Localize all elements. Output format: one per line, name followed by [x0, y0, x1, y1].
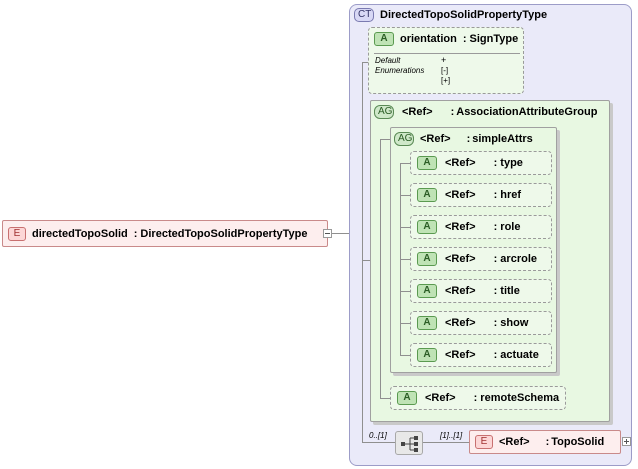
topo-solid-separator: :	[545, 436, 550, 448]
enum-value: [+]	[441, 76, 451, 85]
sequence-min-max: 0..[1]	[369, 431, 387, 440]
root-element-box[interactable]: E directedTopoSolid : DirectedTopoSolidP…	[2, 220, 328, 247]
orientation-attribute-box[interactable]: A orientation : SignType Default + Enume…	[368, 27, 524, 94]
orientation-type: SignType	[469, 33, 519, 45]
orientation-separator: :	[462, 33, 467, 45]
root-element-name: directedTopoSolid	[32, 227, 128, 240]
association-group-ref: <Ref>	[402, 106, 433, 118]
connector-association-trunk	[380, 139, 381, 399]
connector-to-association	[362, 260, 370, 261]
connector-to-simple-attrs	[380, 139, 390, 140]
attribute-ref: <Ref>	[445, 221, 476, 233]
complex-type-header: CT DirectedTopoSolidPropertyType	[354, 7, 547, 23]
connector-to-href	[400, 195, 410, 196]
association-group-separator: :	[450, 106, 455, 118]
topo-solid-multiplicity: [1]..[1]	[440, 431, 463, 440]
sequence-icon	[401, 436, 418, 452]
topo-solid-name: TopoSolid	[551, 436, 605, 448]
topo-solid-ref: <Ref>	[499, 436, 530, 448]
simple-attrs-separator: :	[466, 133, 471, 145]
default-label: Default	[375, 56, 401, 65]
attribute-ref: <Ref>	[445, 253, 476, 265]
attribute-group-badge-icon: AG	[374, 105, 394, 119]
root-element-type: DirectedTopoSolidPropertyType	[140, 227, 308, 240]
connector-to-show	[400, 323, 410, 324]
attribute-badge-icon: A	[417, 316, 437, 330]
topo-solid-element[interactable]: E <Ref> : TopoSolid	[469, 430, 621, 454]
attribute-ref: <Ref>	[445, 189, 476, 201]
attribute-badge-icon: A	[417, 252, 437, 266]
topo-solid-expand-icon[interactable]	[622, 437, 631, 446]
actuate-attribute[interactable]: A <Ref> : actuate	[410, 343, 552, 367]
default-value: +	[441, 55, 447, 65]
attribute-name: : role	[493, 221, 521, 233]
complex-type-badge-icon: CT	[354, 8, 374, 22]
sequence-compositor-icon[interactable]	[395, 431, 423, 455]
attribute-name: : arcrole	[493, 253, 537, 265]
attribute-badge-icon: A	[417, 348, 437, 362]
root-element-separator: :	[133, 227, 138, 240]
connector-to-title	[400, 291, 410, 292]
connector-to-sequence	[362, 442, 395, 443]
connector-to-orientation	[362, 62, 368, 63]
connector-to-role	[400, 227, 410, 228]
href-attribute[interactable]: A <Ref> : href	[410, 183, 552, 207]
attribute-name: : title	[493, 285, 520, 297]
simple-attrs-ref: <Ref>	[420, 133, 451, 145]
attribute-ref: <Ref>	[445, 285, 476, 297]
attribute-badge-icon: A	[417, 220, 437, 234]
connector-sequence-to-topo	[423, 442, 469, 443]
enumerations-label: Enumerations	[375, 66, 425, 75]
connector-to-arcrole	[400, 259, 410, 260]
connector-root-to-type	[332, 233, 349, 234]
orientation-divider	[374, 53, 520, 54]
connector-type-trunk	[362, 62, 363, 442]
attribute-badge-icon: A	[417, 284, 437, 298]
attribute-name: : type	[493, 157, 523, 169]
connector-to-remote-schema	[380, 398, 390, 399]
orientation-name: orientation	[400, 33, 457, 45]
attribute-name: : href	[493, 189, 522, 201]
attribute-badge-icon: A	[374, 32, 394, 46]
minus-icon	[325, 233, 330, 234]
simple-attrs-name: simpleAttrs	[472, 133, 533, 145]
attribute-ref: <Ref>	[425, 392, 456, 404]
attribute-name: : actuate	[493, 349, 539, 361]
arcrole-attribute[interactable]: A <Ref> : arcrole	[410, 247, 552, 271]
role-attribute[interactable]: A <Ref> : role	[410, 215, 552, 239]
attribute-badge-icon: A	[417, 188, 437, 202]
attribute-group-badge-icon: AG	[394, 132, 414, 146]
connector-to-type	[400, 163, 410, 164]
title-attribute[interactable]: A <Ref> : title	[410, 279, 552, 303]
enum-value: [-]	[441, 66, 449, 75]
root-collapse-toggle-icon[interactable]	[323, 229, 332, 238]
attribute-ref: <Ref>	[445, 349, 476, 361]
attribute-ref: <Ref>	[445, 317, 476, 329]
element-badge-icon: E	[8, 226, 26, 241]
attribute-name: : show	[493, 317, 529, 329]
element-badge-icon: E	[475, 435, 493, 449]
attribute-badge-icon: A	[417, 156, 437, 170]
association-group-name: AssociationAttributeGroup	[456, 106, 598, 118]
show-attribute[interactable]: A <Ref> : show	[410, 311, 552, 335]
attribute-badge-icon: A	[397, 391, 417, 405]
attribute-ref: <Ref>	[445, 157, 476, 169]
type-attribute[interactable]: A <Ref> : type	[410, 151, 552, 175]
connector-to-actuate	[400, 355, 410, 356]
remote-schema-attribute[interactable]: A <Ref> : remoteSchema	[390, 386, 566, 410]
association-group-header: AG <Ref> : AssociationAttributeGroup	[374, 104, 597, 120]
attribute-name: : remoteSchema	[473, 392, 560, 404]
plus-vertical	[626, 439, 627, 444]
complex-type-name: DirectedTopoSolidPropertyType	[380, 9, 548, 21]
simple-attrs-group-header: AG <Ref> : simpleAttrs	[394, 131, 533, 147]
